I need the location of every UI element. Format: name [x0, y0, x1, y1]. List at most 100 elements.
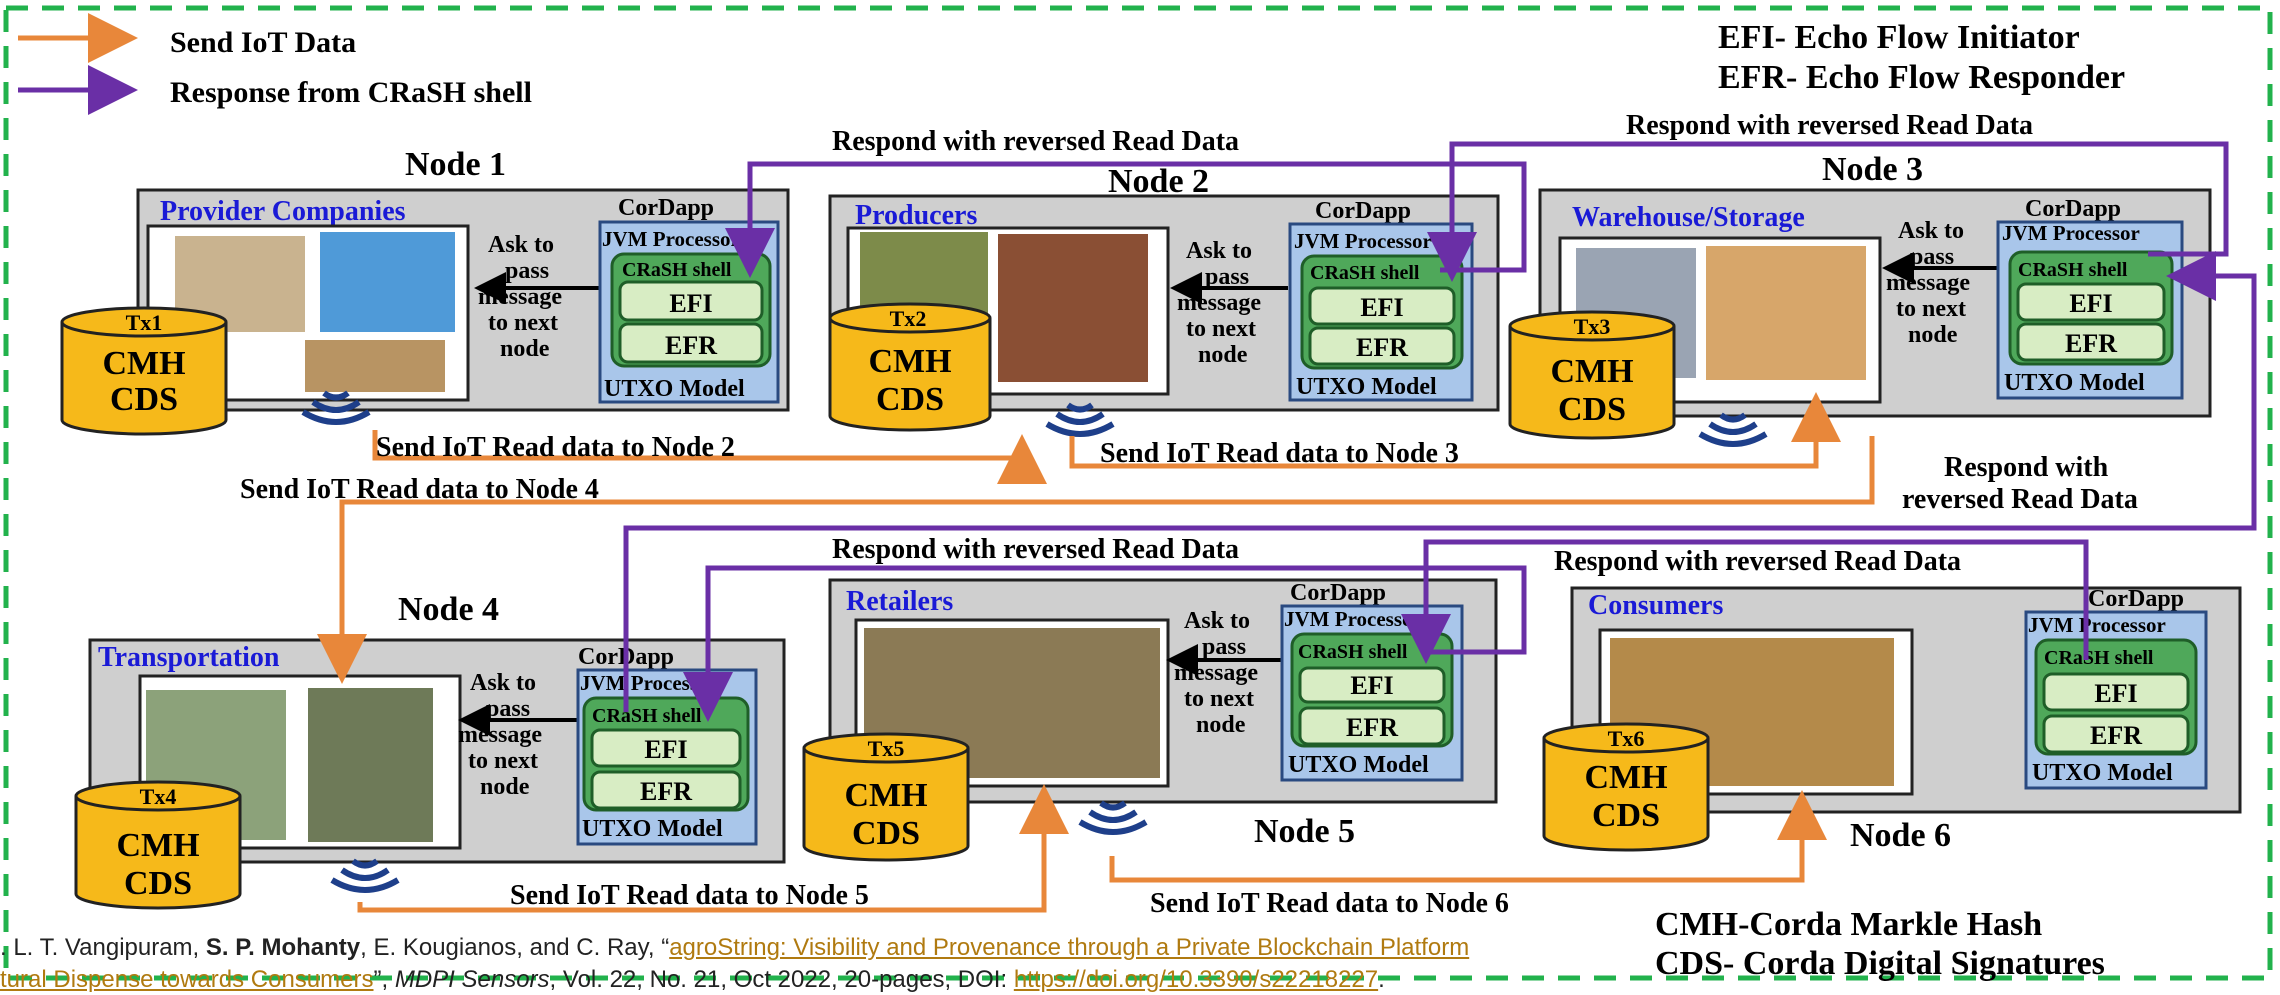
tx-label: Tx5 [868, 736, 905, 761]
citation-quote-close: ”, [373, 966, 395, 993]
node-role-title: Provider Companies [160, 196, 406, 227]
crash-label: CRaSH shell [622, 259, 732, 281]
cds-cylinder [828, 318, 992, 432]
utxo-label: UTXO Model [1288, 752, 1429, 778]
node-3: Node 3 Warehouse/Storage Ask to pass mes… [1508, 151, 2212, 447]
ask-text: Ask to [488, 232, 554, 258]
utxo-label: UTXO Model [2004, 370, 2145, 396]
efr-box [618, 322, 764, 364]
ask-text: Ask to [1186, 238, 1252, 264]
send-n6-label: Send IoT Read data to Node 6 [1150, 888, 1509, 919]
wifi-icon [330, 858, 400, 893]
ask-text: node [500, 336, 550, 362]
efr-label: EFR [640, 777, 692, 806]
efi-label: EFI [1360, 293, 1403, 322]
cordapp-label: CorDapp [2088, 586, 2184, 612]
efi-label: EFI [1350, 671, 1393, 700]
ask-text: pass [505, 258, 549, 284]
ask-text: Ask to [1184, 608, 1250, 634]
efi-box [1308, 286, 1456, 326]
citation-title-link-cont[interactable]: tural Dispense towards Consumers [0, 966, 374, 993]
efi-box [1298, 666, 1446, 704]
cylinder-top [60, 306, 228, 338]
cmh-label: CMH [116, 827, 199, 864]
node-4: Node 4 Transportation Ask to pass messag… [74, 591, 786, 910]
resp-45-label: Respond with reversed Read Data [832, 534, 1239, 565]
node-title: Node 2 [1108, 163, 1209, 200]
tx-label: Tx6 [1608, 726, 1645, 751]
efi-label: EFI [2094, 679, 2137, 708]
ask-text: message [1177, 290, 1261, 316]
response-flow-n5-n4 [683, 565, 1527, 722]
node-title: Node 1 [405, 146, 506, 183]
wifi-icon [1045, 402, 1115, 437]
send-n3-label: Send IoT Read data to Node 3 [1100, 438, 1459, 469]
ask-text: to next [1896, 296, 1966, 322]
efr-label: EFR [665, 331, 717, 360]
send-n2-label: Send IoT Read data to Node 2 [376, 432, 735, 463]
citation-end: . [1378, 966, 1385, 993]
response-flows: Respond with reversed Read Data Respond … [623, 110, 2257, 722]
efr-label: EFR [1356, 333, 1408, 362]
jvm-label: JVM Processor [2002, 221, 2140, 245]
cattle-transport-image [308, 688, 433, 842]
efi-box [590, 728, 742, 768]
ask-text: node [1908, 322, 1958, 348]
jvm-label: JVM Processor [580, 671, 718, 695]
cmh-label: CMH [1550, 353, 1633, 390]
efr-label: EFR [1346, 713, 1398, 742]
ask-text: to next [1186, 316, 1256, 342]
jvm-label: JVM Processor [602, 227, 740, 251]
cylinder-top [1508, 310, 1676, 342]
citation-title-link[interactable]: agroString: Visibility and Provenance th… [669, 934, 1470, 961]
wifi-icon [1078, 800, 1148, 835]
dashed-border [3, 5, 2273, 981]
ask-text: to next [1184, 686, 1254, 712]
node-role-title: Retailers [846, 586, 953, 617]
crash-label: CRaSH shell [1310, 262, 1420, 284]
node-title: Node 3 [1822, 151, 1923, 188]
efi-box [2042, 672, 2190, 712]
fertilizer-bag-image [320, 232, 455, 332]
ask-text: message [1886, 270, 1970, 296]
efr-definition: EFR- Echo Flow Responder [1718, 59, 2125, 96]
citation-authors: . L. T. Vangipuram, [0, 934, 206, 961]
cordapp-label: CorDapp [2025, 196, 2121, 222]
citation-journal: MDPI Sensors [394, 966, 550, 993]
cylinder-top [1542, 722, 1710, 754]
efi-definition: EFI- Echo Flow Initiator [1718, 19, 2080, 56]
send-flow-node3 [1069, 392, 1841, 469]
cylinder-top [802, 732, 970, 764]
cylinder-top [828, 302, 992, 334]
cmh-label: CMH [844, 777, 927, 814]
cordapp-label: CorDapp [1315, 198, 1411, 224]
efr-box [590, 770, 742, 810]
citation-authors-rest: , E. Kougianos, and C. Ray, “ [360, 934, 670, 961]
jvm-label: JVM Processor [1294, 229, 1432, 253]
ask-text: message [1174, 660, 1258, 686]
resp-right-label-1: Respond with [1944, 452, 2109, 483]
cds-cylinder [1508, 326, 1676, 440]
send-flow-node4 [317, 436, 1875, 684]
cds-label: CDS [1558, 391, 1626, 428]
cds-cylinder [74, 796, 242, 910]
citation-author-bold: S. P. Mohanty [205, 934, 361, 961]
citation-doi-link[interactable]: https://doi.org/10.3390/s22218227 [1013, 966, 1379, 993]
crash-label: CRaSH shell [592, 705, 702, 727]
cds-cylinder [1542, 738, 1710, 852]
ask-text: pass [1205, 264, 1249, 290]
efr-box [2016, 322, 2166, 362]
node-role-title: Consumers [1588, 590, 1723, 621]
crash-label: CRaSH shell [1298, 641, 1408, 663]
field-image [305, 340, 445, 392]
utxo-label: UTXO Model [1296, 374, 1437, 400]
response-flow-n2-n1 [725, 161, 1527, 278]
cmh-definition: CMH-Corda Markle Hash [1655, 906, 2042, 943]
ask-text: Ask to [1898, 218, 1964, 244]
cordapp-label: CorDapp [1290, 580, 1386, 606]
ask-text: node [1198, 342, 1248, 368]
tx-label: Tx1 [126, 310, 163, 335]
legend-response-label: Response from CRaSH shell [170, 76, 532, 109]
ask-text: message [458, 722, 542, 748]
